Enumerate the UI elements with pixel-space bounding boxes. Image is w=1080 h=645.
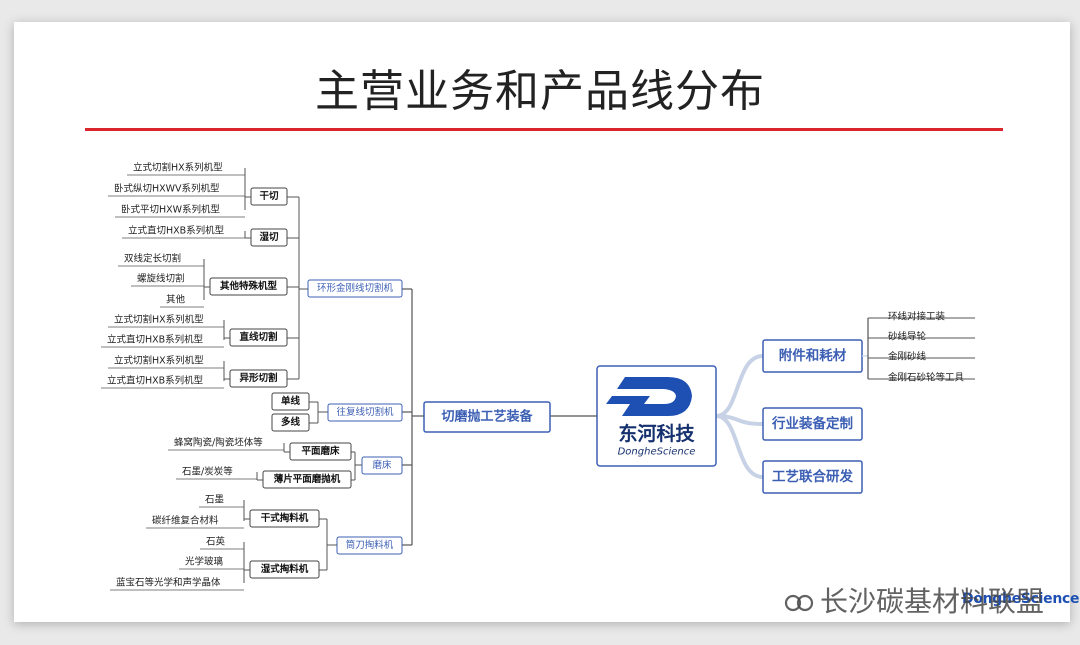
title-divider bbox=[85, 128, 1003, 131]
leaf-3-1-0: 石英 bbox=[206, 536, 226, 548]
leaf-0-2-0: 双线定长切割 bbox=[124, 253, 181, 265]
center-logo-en: DongheScience bbox=[618, 447, 696, 458]
page-title: 主营业务和产品线分布 bbox=[315, 66, 765, 117]
root-left-box bbox=[423, 401, 551, 433]
left-group-2: 磨床 bbox=[372, 459, 392, 471]
leaf-2-0-0: 蜂窝陶瓷/陶瓷坯体等 bbox=[174, 437, 263, 449]
leaf-0-2-2: 其他 bbox=[166, 294, 186, 306]
root-left: 切磨抛工艺装备 bbox=[441, 409, 533, 425]
leaf-0-1-0: 立式直切HXB系列机型 bbox=[128, 225, 225, 237]
right-branch-connector bbox=[715, 354, 764, 418]
sub-node-1-1-box bbox=[271, 413, 310, 432]
sub-node-1-0: 单线 bbox=[281, 395, 301, 407]
sub-node-0-0: 干切 bbox=[259, 191, 279, 202]
leaf-3-1-1: 光学玻璃 bbox=[185, 556, 223, 568]
leaf-0-0-2: 卧式平切HXW系列机型 bbox=[121, 204, 221, 216]
sub-node-0-4: 异形切割 bbox=[239, 372, 277, 384]
leaf-0-3-1: 立式直切HXB系列机型 bbox=[107, 334, 204, 346]
left-group-0: 环形金刚线切割机 bbox=[317, 282, 394, 294]
leaf-0-0-1: 卧式纵切HXWV系列机型 bbox=[114, 183, 220, 195]
right-leaf-1: 砂线导轮 bbox=[888, 331, 927, 343]
sub-node-0-1: 湿切 bbox=[259, 231, 279, 243]
leaf-0-2-1: 螺旋线切割 bbox=[137, 273, 185, 285]
right-leaf-2: 金刚砂线 bbox=[888, 351, 927, 363]
sub-node-3-0: 干式掏料机 bbox=[261, 512, 309, 524]
donghe-logo-icon bbox=[606, 377, 692, 416]
right-branch-2-box bbox=[762, 460, 863, 494]
right-branch-2: 工艺联合研发 bbox=[772, 468, 853, 485]
right-branch-0: 附件和耗材 bbox=[779, 347, 847, 364]
leaf-0-4-1: 立式直切HXB系列机型 bbox=[107, 375, 204, 387]
right-leaf-0: 环线对接工装 bbox=[888, 311, 946, 323]
sub-node-2-0: 平面磨床 bbox=[301, 445, 340, 457]
logo-bar bbox=[606, 396, 650, 404]
logo-mark bbox=[617, 377, 692, 416]
leaf-3-1-2: 蓝宝石等光学和声学晶体 bbox=[116, 577, 221, 589]
leaf-0-3-0: 立式切割HX系列机型 bbox=[114, 314, 204, 326]
sub-node-0-2: 其他特殊机型 bbox=[220, 280, 278, 292]
wechat-channel-icon bbox=[784, 594, 814, 612]
watermark: 长沙碳基材料联盟 bbox=[784, 580, 1044, 620]
right-leaf-3: 金刚石砂轮等工具 bbox=[888, 372, 965, 384]
right-branch-1-box bbox=[762, 407, 863, 441]
left-group-1: 往复线切割机 bbox=[336, 406, 394, 418]
sub-node-2-1: 薄片平面磨抛机 bbox=[273, 473, 341, 485]
leaf-3-0-0: 石墨 bbox=[205, 495, 225, 506]
corner-logo: DongheScience bbox=[962, 591, 1080, 607]
slide-canvas bbox=[14, 22, 1070, 622]
center-logo-cn: 东河科技 bbox=[618, 422, 695, 445]
leaf-0-0-0: 立式切割HX系列机型 bbox=[133, 162, 223, 174]
sub-node-1-1: 多线 bbox=[281, 416, 301, 428]
left-group-3: 筒刀掏料机 bbox=[346, 539, 394, 551]
right-branch-connector bbox=[715, 414, 764, 479]
sub-node-3-1: 湿式掏料机 bbox=[261, 563, 309, 575]
right-branch-1: 行业装备定制 bbox=[771, 415, 853, 432]
sub-node-0-3: 直线切割 bbox=[239, 331, 277, 343]
leaf-0-4-0: 立式切割HX系列机型 bbox=[114, 355, 204, 367]
watermark-text: 长沙碳基材料联盟 bbox=[820, 585, 1045, 618]
leaf-2-1-0: 石墨/炭炭等 bbox=[182, 466, 233, 478]
sub-node-1-0-box bbox=[271, 392, 310, 411]
leaf-3-0-1: 碳纤维复合材料 bbox=[152, 515, 219, 527]
